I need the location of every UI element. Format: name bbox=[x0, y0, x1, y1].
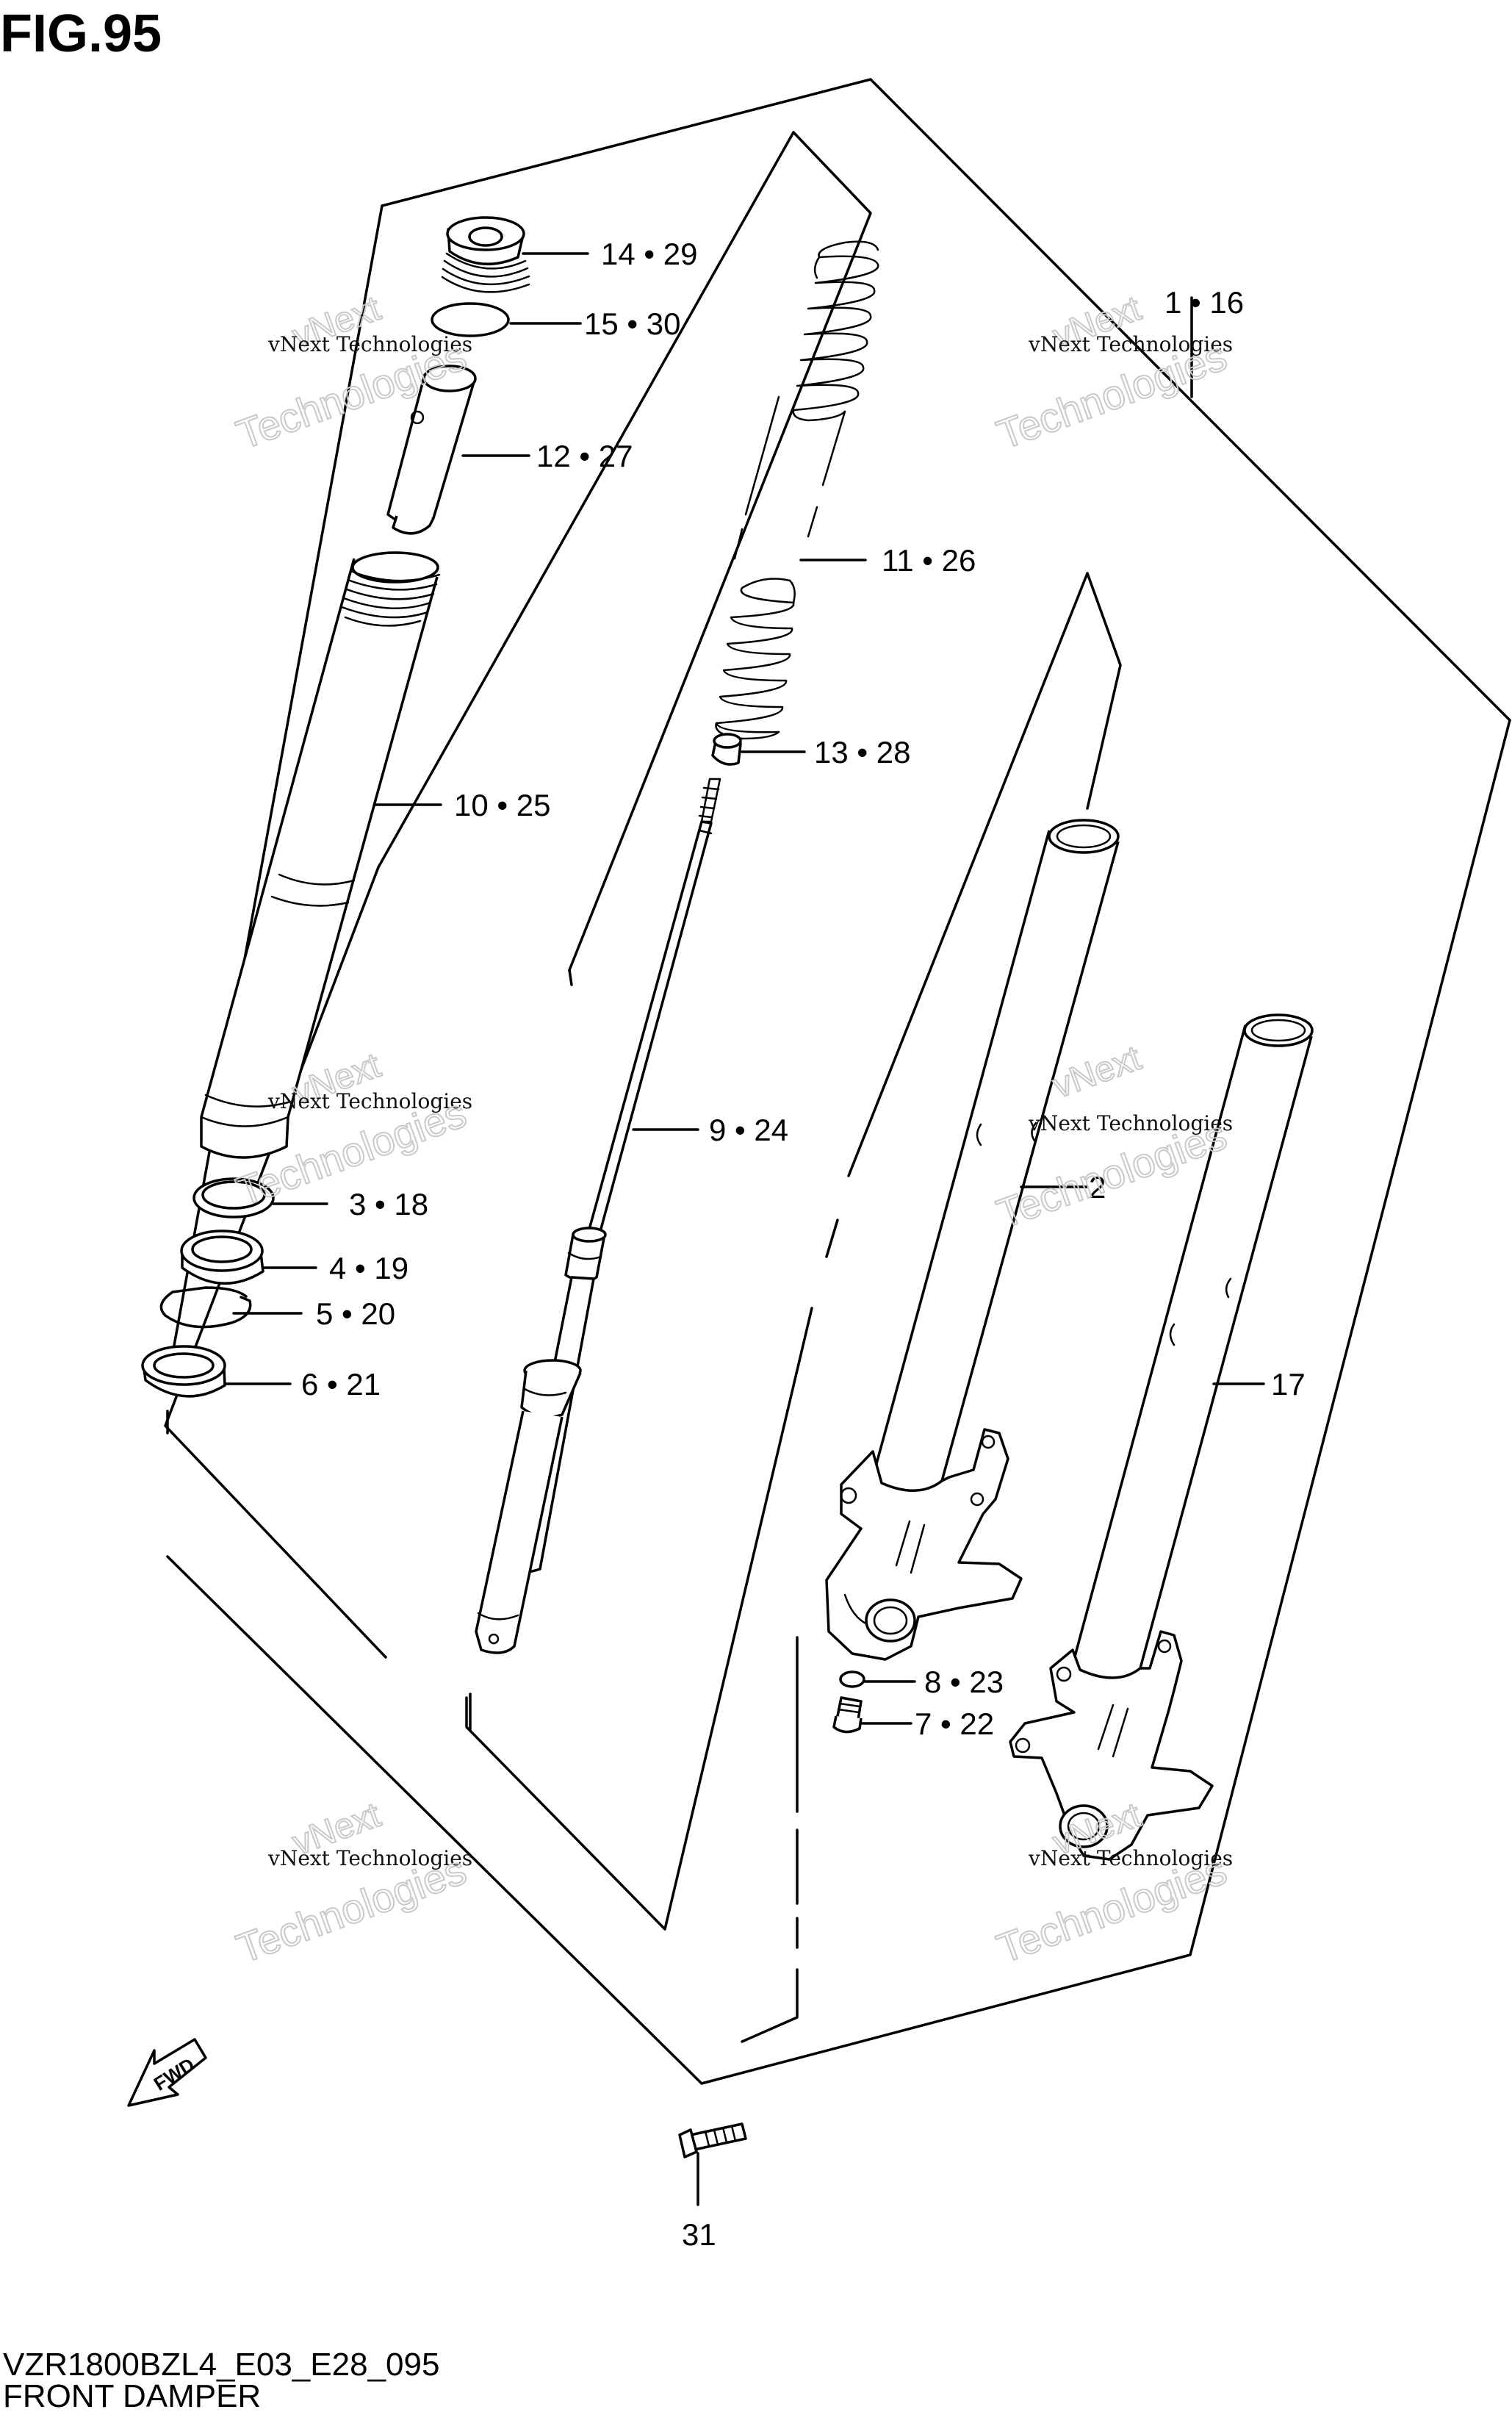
nut bbox=[711, 733, 742, 766]
washer bbox=[141, 1345, 226, 1398]
callout-9-24: 9 • 24 bbox=[709, 1113, 788, 1147]
figure-name: FRONT DAMPER bbox=[3, 2378, 261, 2412]
callout-13-28: 13 • 28 bbox=[814, 735, 910, 769]
o-ring bbox=[431, 302, 510, 337]
callout-15-30: 15 • 30 bbox=[584, 306, 680, 341]
callout-3-18: 3 • 18 bbox=[349, 1187, 428, 1221]
callout-31: 31 bbox=[682, 2217, 716, 2252]
callout-14-29: 14 • 29 bbox=[601, 237, 697, 271]
inner-tube-left bbox=[825, 819, 1120, 1661]
callout-17: 17 bbox=[1271, 1367, 1306, 1401]
fork-spring-upper bbox=[792, 240, 879, 422]
dust-seal bbox=[192, 1177, 275, 1218]
svg-text:vNext Technologies: vNext Technologies bbox=[1028, 1846, 1233, 1870]
callout-5-20: 5 • 20 bbox=[316, 1296, 395, 1331]
callout-11-26: 11 • 26 bbox=[882, 543, 976, 578]
spacer-collar bbox=[386, 365, 477, 535]
outer-tube bbox=[200, 551, 441, 1159]
svg-text:vNext Technologies: vNext Technologies bbox=[1028, 332, 1233, 356]
svg-text:vNext Technologies: vNext Technologies bbox=[1028, 1111, 1233, 1135]
drain-bolt bbox=[832, 1696, 863, 1734]
spring-dashed-path bbox=[733, 395, 846, 560]
callout-7-22: 7 • 22 bbox=[915, 1706, 994, 1741]
svg-text:vNext Technologies: vNext Technologies bbox=[267, 1089, 472, 1113]
assembly-outline bbox=[166, 78, 1511, 2085]
callout-labels: 1 • 16 14 • 29 15 • 30 12 • 27 11 • 26 1… bbox=[301, 237, 1306, 2252]
callout-4-19: 4 • 19 bbox=[329, 1251, 408, 1285]
leader-lines bbox=[223, 252, 1265, 2206]
fork-cap-bolt bbox=[441, 216, 530, 293]
callout-1-16: 1 • 16 bbox=[1164, 285, 1244, 320]
oil-seal bbox=[180, 1230, 264, 1285]
bottom-bolt bbox=[678, 2122, 747, 2158]
svg-text:vNext Technologies: vNext Technologies bbox=[267, 1846, 472, 1870]
callout-8-23: 8 • 23 bbox=[924, 1665, 1004, 1699]
gasket-washer bbox=[839, 1670, 865, 1688]
fwd-arrow-icon: FWD bbox=[127, 2038, 207, 2107]
fork-spring-lower bbox=[715, 578, 796, 740]
inner-outline-damper bbox=[164, 131, 1122, 1931]
watermark-bottom-right: vNext vNext Technologies Technologies bbox=[990, 1795, 1234, 1973]
damper-rod bbox=[475, 778, 721, 1654]
callout-10-25: 10 • 25 bbox=[454, 788, 550, 822]
inner-tube-right bbox=[1009, 1013, 1314, 1861]
part-31-lead bbox=[741, 1636, 799, 2043]
svg-text:vNext: vNext bbox=[1048, 1038, 1145, 1106]
figure-title: FIG.95 bbox=[0, 4, 162, 63]
callout-6-21: 6 • 21 bbox=[301, 1367, 381, 1401]
callout-2: 2 bbox=[1089, 1170, 1106, 1205]
svg-text:vNext Technologies: vNext Technologies bbox=[267, 332, 472, 356]
model-code: VZR1800BZL4_E03_E28_095 bbox=[3, 2347, 439, 2383]
callout-12-27: 12 • 27 bbox=[536, 439, 633, 473]
